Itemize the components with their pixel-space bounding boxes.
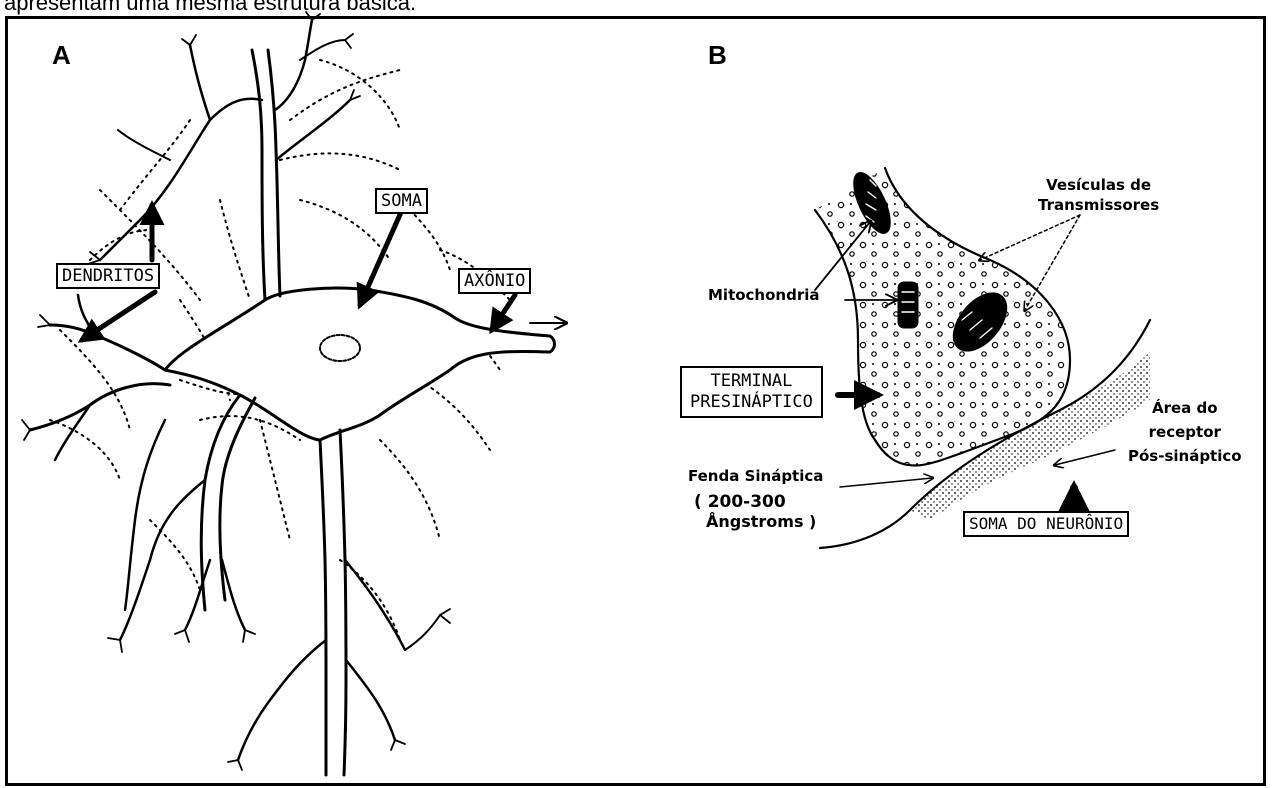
label-dendritos: DENDRITOS <box>56 263 160 289</box>
label-terminal-line2: PRESINÁPTICO <box>690 392 813 413</box>
label-vesiculas-line2: Transmissores <box>1038 195 1159 215</box>
label-fenda-line3: Ångstroms ) <box>706 512 823 532</box>
label-soma: SOMA <box>375 188 428 214</box>
label-area-line1: Área do <box>1128 398 1242 418</box>
label-area-line2: receptor <box>1128 422 1242 442</box>
label-terminal-presinaptico: TERMINAL PRESINÁPTICO <box>680 366 823 418</box>
panel-b-letter: B <box>708 40 727 71</box>
label-terminal-line1: TERMINAL <box>690 371 813 392</box>
label-fenda-line2: ( 200-300 <box>694 492 823 512</box>
label-fenda-line1: Fenda Sináptica <box>688 466 823 486</box>
label-soma-do-neuronio: SOMA DO NEURÔNIO <box>963 511 1129 537</box>
panel-a-letter: A <box>52 40 71 71</box>
label-axonio: AXÔNIO <box>458 268 531 294</box>
neuron-a <box>22 12 565 775</box>
label-vesiculas-line1: Vesículas de <box>1038 175 1159 195</box>
axon-arrow <box>492 295 515 330</box>
label-vesiculas: Vesículas de Transmissores <box>1038 175 1159 215</box>
presynaptic-terminal <box>815 168 1070 466</box>
mitochondrion-small <box>898 282 918 328</box>
label-fenda-sinaptica: Fenda Sináptica ( 200-300 Ångstroms ) <box>688 466 823 532</box>
label-area-line3: Pós-sináptico <box>1128 446 1242 466</box>
dendrites-arrow-down <box>82 292 155 340</box>
label-mitochondria: Mitochondria <box>708 285 820 305</box>
synapse-b <box>815 168 1150 548</box>
label-area-receptor: Área do receptor Pós-sináptico <box>1128 398 1242 466</box>
